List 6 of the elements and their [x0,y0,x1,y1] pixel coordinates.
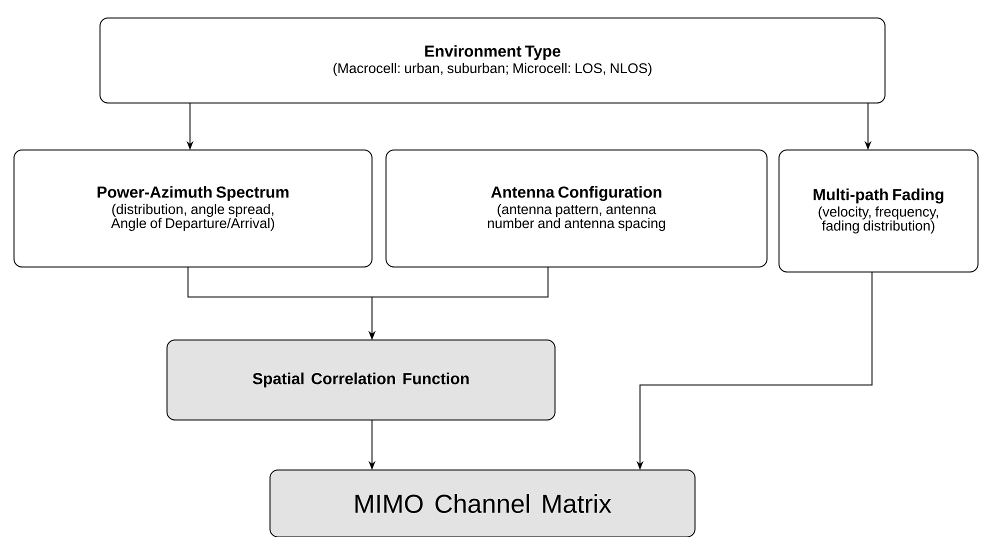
process-box: Environment Type (Macrocell: urban, suburban; Microcell: LOS, NLOS) [100,18,886,104]
process-box: Antenna Configuration (antenna pattern, antenna number and antenna spacing [386,150,768,268]
process-box: MIMO Channel Matrix [270,470,696,537]
process-box: Power-Azimuth Spectrum (distribution, angle spread, Angle of Departure/Arrival) [14,150,372,268]
process-box: Multi-path Fading (velocity, frequency, fading distribution) [778,150,978,272]
process-box: Spatial Correlation Function [166,340,556,420]
